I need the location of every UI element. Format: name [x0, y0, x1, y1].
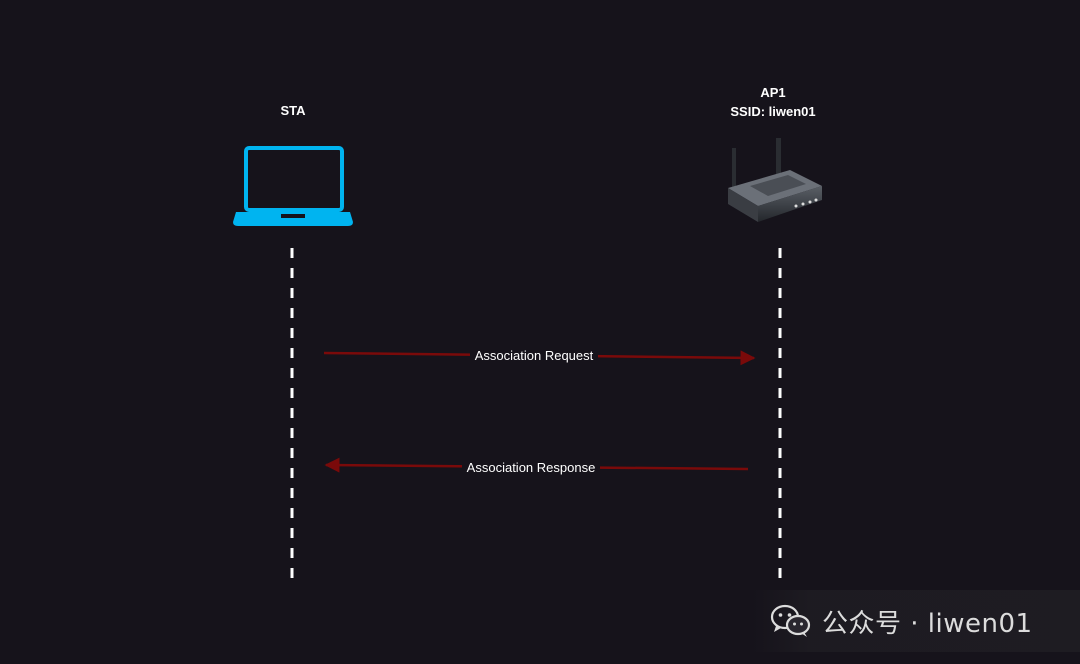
- ap-name-label: AP1: [760, 85, 785, 100]
- ap-ssid-label: SSID: liwen01: [730, 104, 815, 119]
- association-response-label: Association Response: [467, 460, 596, 475]
- wechat-icon: [770, 604, 811, 637]
- wireless-router-icon: [728, 138, 822, 222]
- sta-label: STA: [280, 103, 306, 118]
- watermark-text: 公众号 · liwen01: [822, 608, 1033, 639]
- ap-node: AP1 SSID: liwen01: [728, 85, 822, 582]
- association-request-message: Association Request: [323, 347, 756, 366]
- sta-node: STA: [233, 103, 353, 582]
- watermark: 公众号 · liwen01: [752, 590, 1080, 652]
- association-request-label: Association Request: [475, 348, 594, 363]
- laptop-icon: [233, 146, 353, 226]
- association-response-message: Association Response: [324, 457, 749, 476]
